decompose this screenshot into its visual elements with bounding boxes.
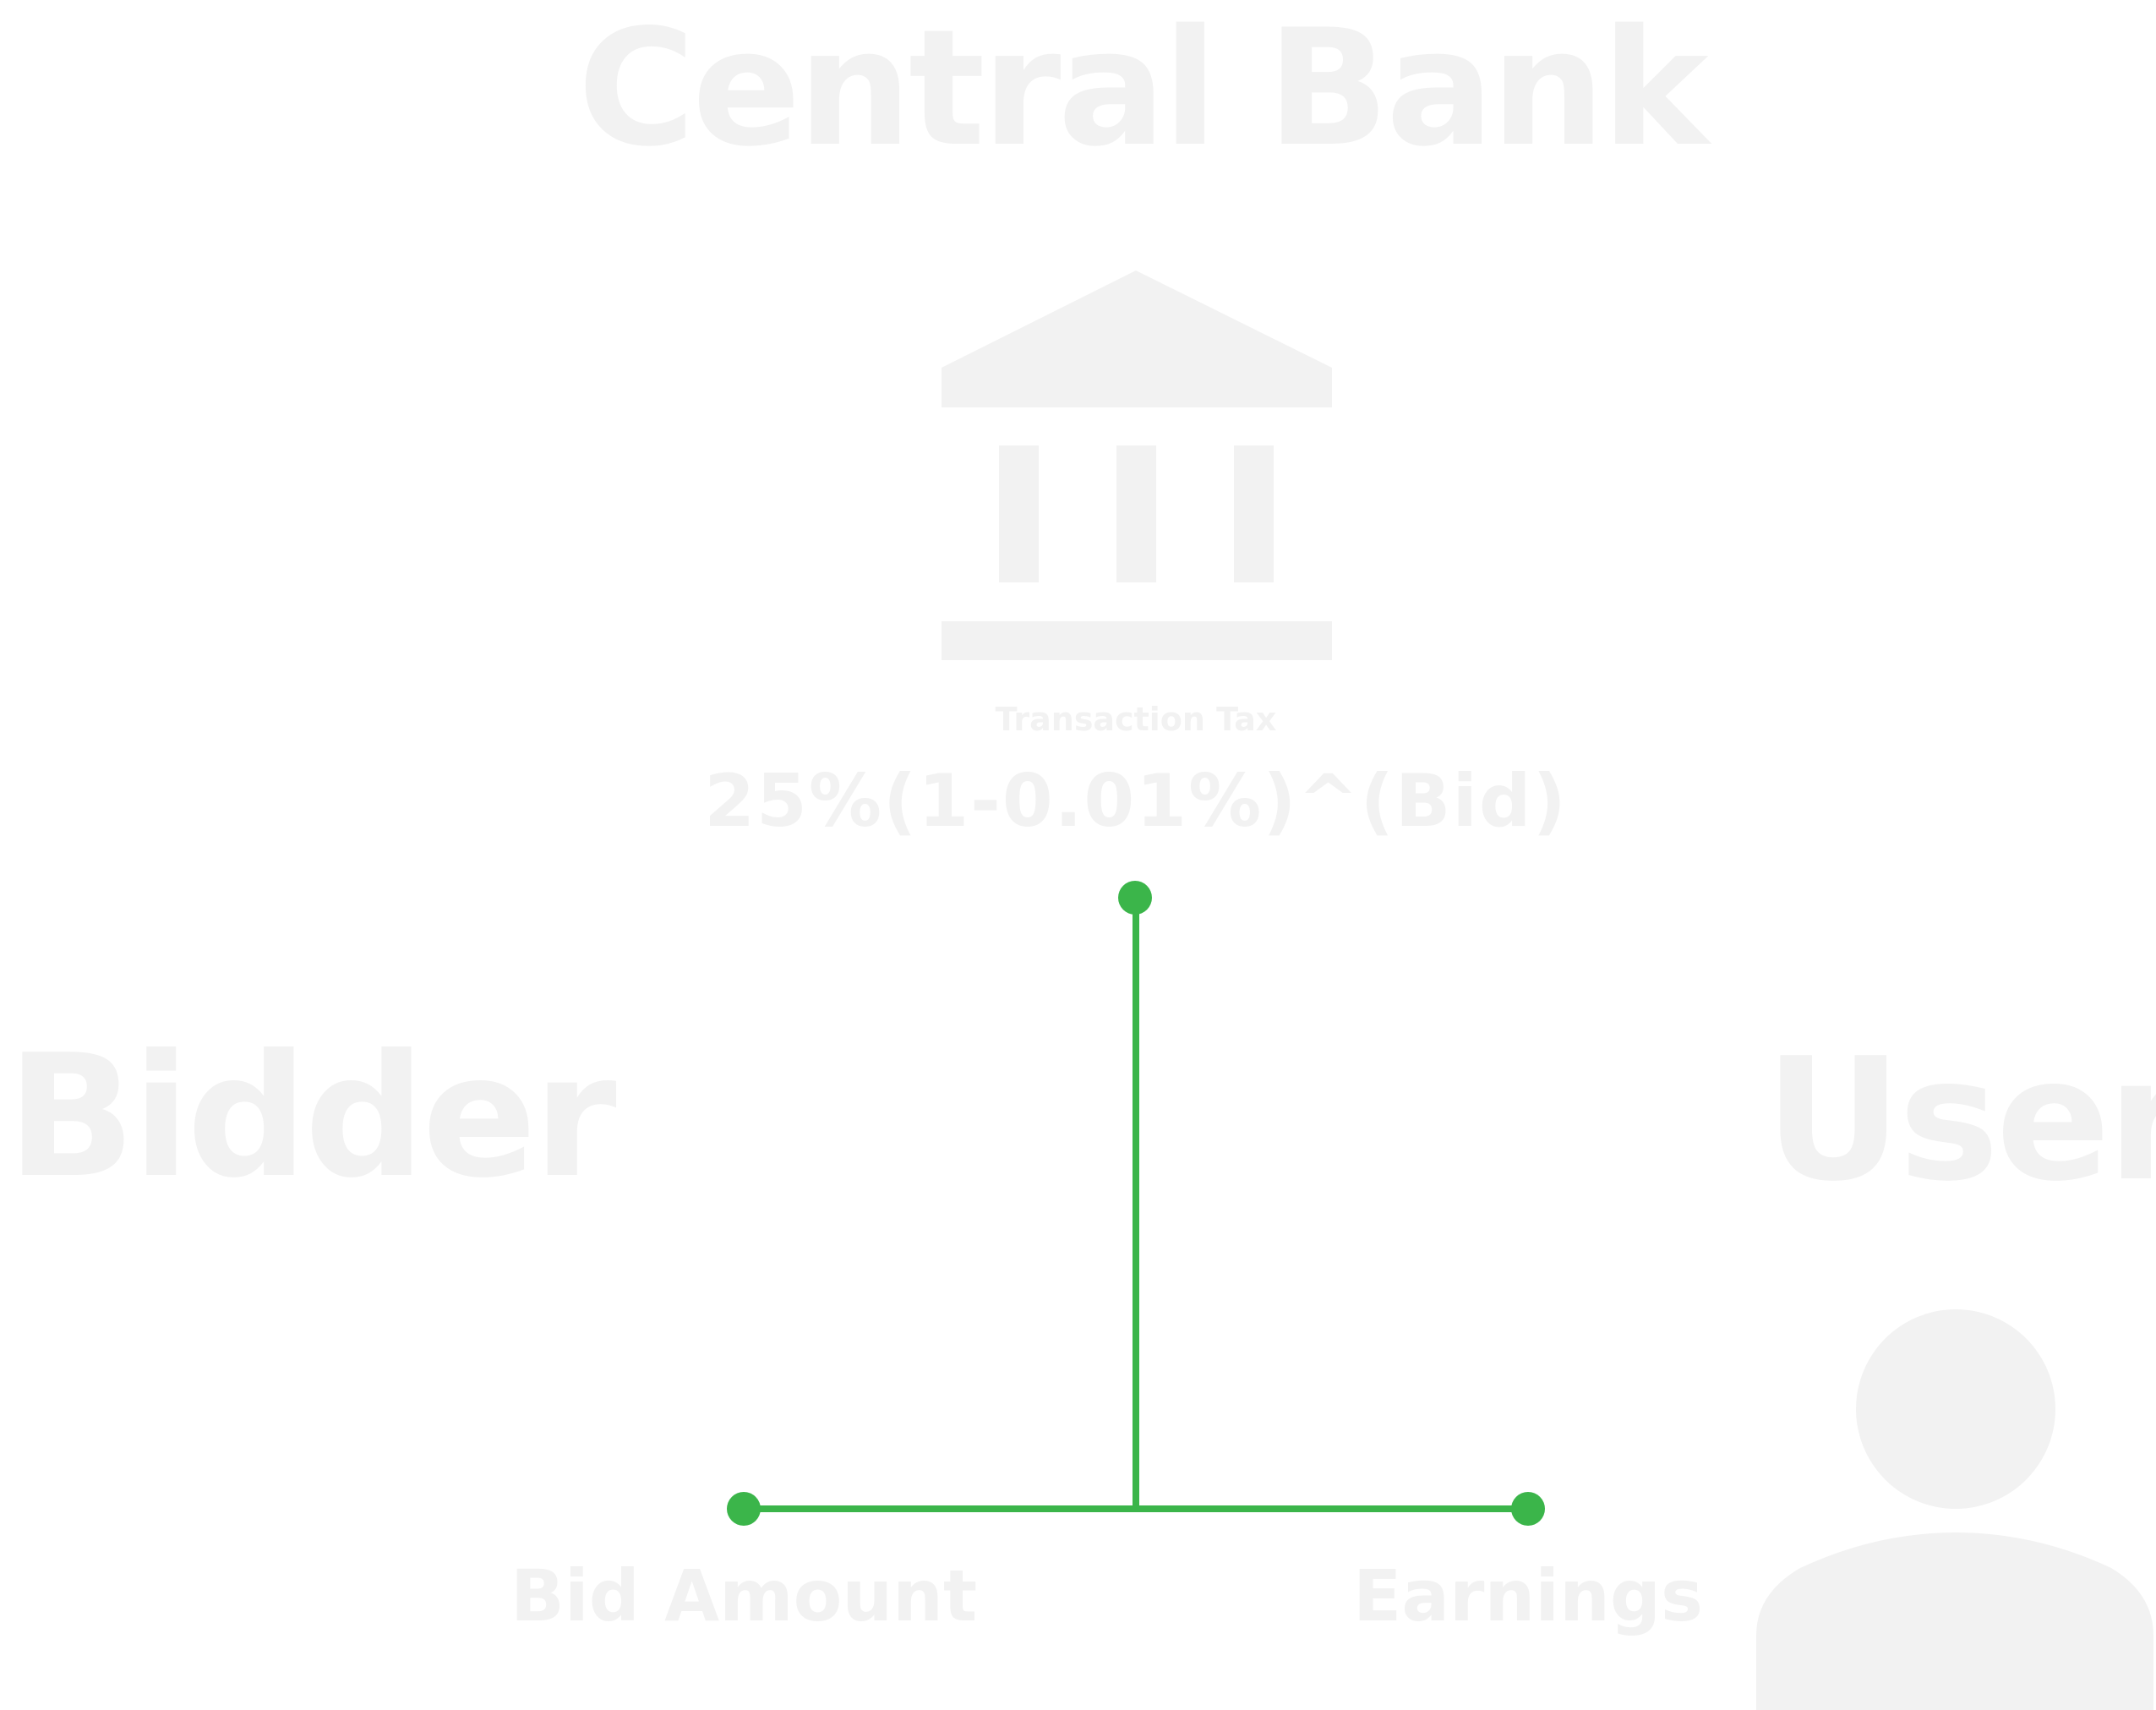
bid-amount-label: Bid Amount [510,1554,978,1637]
transaction-tax-label: Transaction Tax [995,701,1277,738]
connector-lines [744,898,1528,1512]
bank-icon [942,270,1332,660]
earnings-label: Earnings [1352,1554,1704,1637]
user-node-dot [1511,1492,1545,1526]
user-label: User [1765,1022,2156,1219]
central-bank-title: Central Bank [577,0,1708,182]
bidder-node-dot [727,1492,761,1526]
tax-formula: 25%(1-0.01%)^(Bid) [704,759,1568,844]
bank-node-dot [1118,881,1152,915]
user-icon [1756,1309,2153,1710]
bidder-label: Bidder [7,1019,617,1216]
